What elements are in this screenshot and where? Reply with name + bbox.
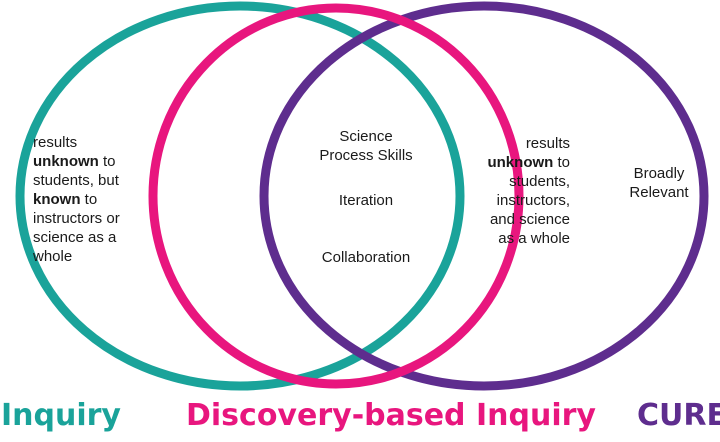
dc-line-5: and science xyxy=(489,211,570,228)
center-text: Science Process Skills Iteration Collabo… xyxy=(300,127,432,267)
dc-line-4: instructors, xyxy=(496,192,570,209)
inquiry-only-text: results unknown to students, but known t… xyxy=(33,133,120,266)
inquiry-line-6: science as a xyxy=(33,229,117,246)
inquiry-line-7: whole xyxy=(33,248,73,265)
center-item-2: Iteration xyxy=(338,192,394,209)
center-item-1-line-2: Process Skills xyxy=(319,147,413,164)
dc-unknown-word: unknown xyxy=(487,154,554,171)
inquiry-line-3: students, but xyxy=(33,172,119,189)
cure-line-1: Broadly xyxy=(633,165,685,182)
dc-line-2: unknown to xyxy=(470,153,570,172)
cure-label: CURE xyxy=(637,398,720,433)
cure-only-text: Broadly Relevant xyxy=(615,164,703,202)
discovery-label: Discovery-based Inquiry xyxy=(186,398,596,433)
discovery-circle xyxy=(148,3,524,389)
inquiry-line-4-rest: to xyxy=(80,191,98,208)
cure-line-2: Relevant xyxy=(629,184,689,201)
discovery-cure-text: results unknown to students, instructors… xyxy=(470,134,570,248)
center-item-3: Collaboration xyxy=(321,249,411,266)
inquiry-circle xyxy=(15,1,465,391)
inquiry-line-4: known to xyxy=(33,190,120,209)
inquiry-known-word: known xyxy=(33,191,81,208)
inquiry-line-5: instructors or xyxy=(33,210,120,227)
inquiry-line-2: unknown to xyxy=(33,152,120,171)
dc-line-2-rest: to xyxy=(553,154,570,171)
inquiry-label: Inquiry xyxy=(1,398,121,433)
inquiry-unknown-word: unknown xyxy=(33,153,99,170)
dc-line-1: results xyxy=(525,135,570,152)
cure-circle xyxy=(259,1,709,391)
inquiry-line-1: results xyxy=(33,134,78,151)
inquiry-line-2-rest: to xyxy=(98,153,116,170)
dc-line-3: students, xyxy=(509,173,570,190)
dc-line-6: as a whole xyxy=(498,230,570,247)
center-item-1-line-1: Science xyxy=(339,128,393,145)
